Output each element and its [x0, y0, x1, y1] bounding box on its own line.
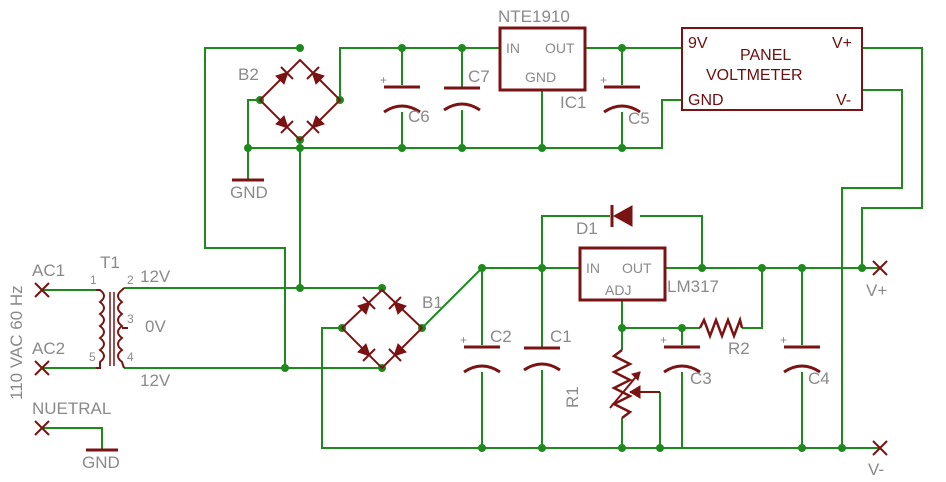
panel-voltmeter: PANEL VOLTMETER 9V GND V+ V-	[681, 27, 863, 111]
svg-text:+: +	[380, 73, 387, 87]
capacitor-c6: +	[380, 73, 421, 114]
capacitor-c4: +	[780, 333, 821, 374]
c3-label: C3	[690, 369, 712, 388]
regulator-nte1910: IN OUT GND	[498, 26, 587, 92]
ac2-terminal	[34, 360, 50, 376]
svg-text:+: +	[660, 333, 667, 347]
capacitor-c7	[443, 86, 481, 112]
bridge-rectifier-b2	[258, 58, 342, 142]
resistor-r2	[698, 315, 744, 340]
t1-pin2: 2	[127, 273, 134, 287]
c4-label: C4	[808, 369, 830, 388]
gnd-bottom-label: GND	[82, 453, 120, 472]
neutral-terminal	[34, 420, 50, 436]
capacitor-c5: +	[600, 73, 641, 114]
lm317-label: LM317	[667, 277, 719, 296]
capacitor-c3: +	[660, 333, 701, 374]
diode-d1	[610, 205, 633, 227]
voltmeter-9v-pin: 9V	[688, 35, 708, 52]
c7-label: C7	[468, 67, 490, 86]
t1-pin4: 4	[127, 350, 134, 364]
voltmeter-vminus-pin: V-	[836, 92, 851, 109]
lm-adj-pin: ADJ	[605, 282, 631, 298]
potentiometer-r1	[609, 349, 660, 419]
voltmeter-title-2: VOLTMETER	[706, 67, 803, 84]
gnd-top-label: GND	[230, 183, 268, 202]
nte1910-label: NTE1910	[498, 7, 570, 26]
12v-bottom-label: 12V	[140, 371, 171, 390]
transformer-t1	[96, 287, 128, 369]
neutral-label: NUETRAL	[32, 399, 111, 418]
vminus-terminal	[872, 440, 888, 456]
t1-pin5: 5	[89, 350, 96, 364]
12v-top-label: 12V	[140, 267, 171, 286]
nte-gnd-pin: GND	[525, 69, 556, 85]
0v-label: 0V	[145, 317, 166, 336]
c1-label: C1	[550, 327, 572, 346]
lm-out-pin: OUT	[622, 260, 652, 276]
capacitor-c1	[523, 346, 561, 372]
r2-label: R2	[728, 339, 750, 358]
r1-label: R1	[563, 386, 582, 408]
nte-in-pin: IN	[506, 40, 520, 56]
voltmeter-title-1: PANEL	[740, 47, 791, 64]
vplus-label: V+	[866, 281, 887, 300]
ac2-label: AC2	[32, 339, 65, 358]
capacitor-c2: +	[460, 333, 501, 374]
t1-label: T1	[100, 253, 120, 272]
t1-pin1: 1	[90, 273, 97, 287]
c2-label: C2	[490, 327, 512, 346]
regulator-lm317: IN OUT ADJ	[578, 246, 667, 302]
voltmeter-vplus-pin: V+	[832, 35, 852, 52]
ac1-terminal	[34, 282, 50, 298]
nte-out-pin: OUT	[545, 40, 575, 56]
bridge-b2-label: B2	[238, 65, 259, 84]
c6-label: C6	[408, 107, 430, 126]
svg-text:+: +	[460, 333, 467, 347]
ic1-label: IC1	[560, 93, 586, 112]
vminus-label: V-	[868, 460, 884, 479]
ac1-label: AC1	[32, 261, 65, 280]
input-voltage-label: 110 VAC 60 Hz	[7, 285, 26, 400]
svg-text:+: +	[600, 73, 607, 87]
bridge-b1-label: B1	[422, 293, 443, 312]
lm-in-pin: IN	[586, 260, 600, 276]
d1-label: D1	[576, 219, 598, 238]
bridge-rectifier-b1	[340, 288, 424, 370]
svg-text:+: +	[780, 333, 787, 347]
c5-label: C5	[628, 109, 650, 128]
t1-pin3: 3	[127, 312, 134, 326]
vplus-terminal	[872, 260, 888, 276]
voltmeter-gnd-pin: GND	[688, 92, 724, 109]
